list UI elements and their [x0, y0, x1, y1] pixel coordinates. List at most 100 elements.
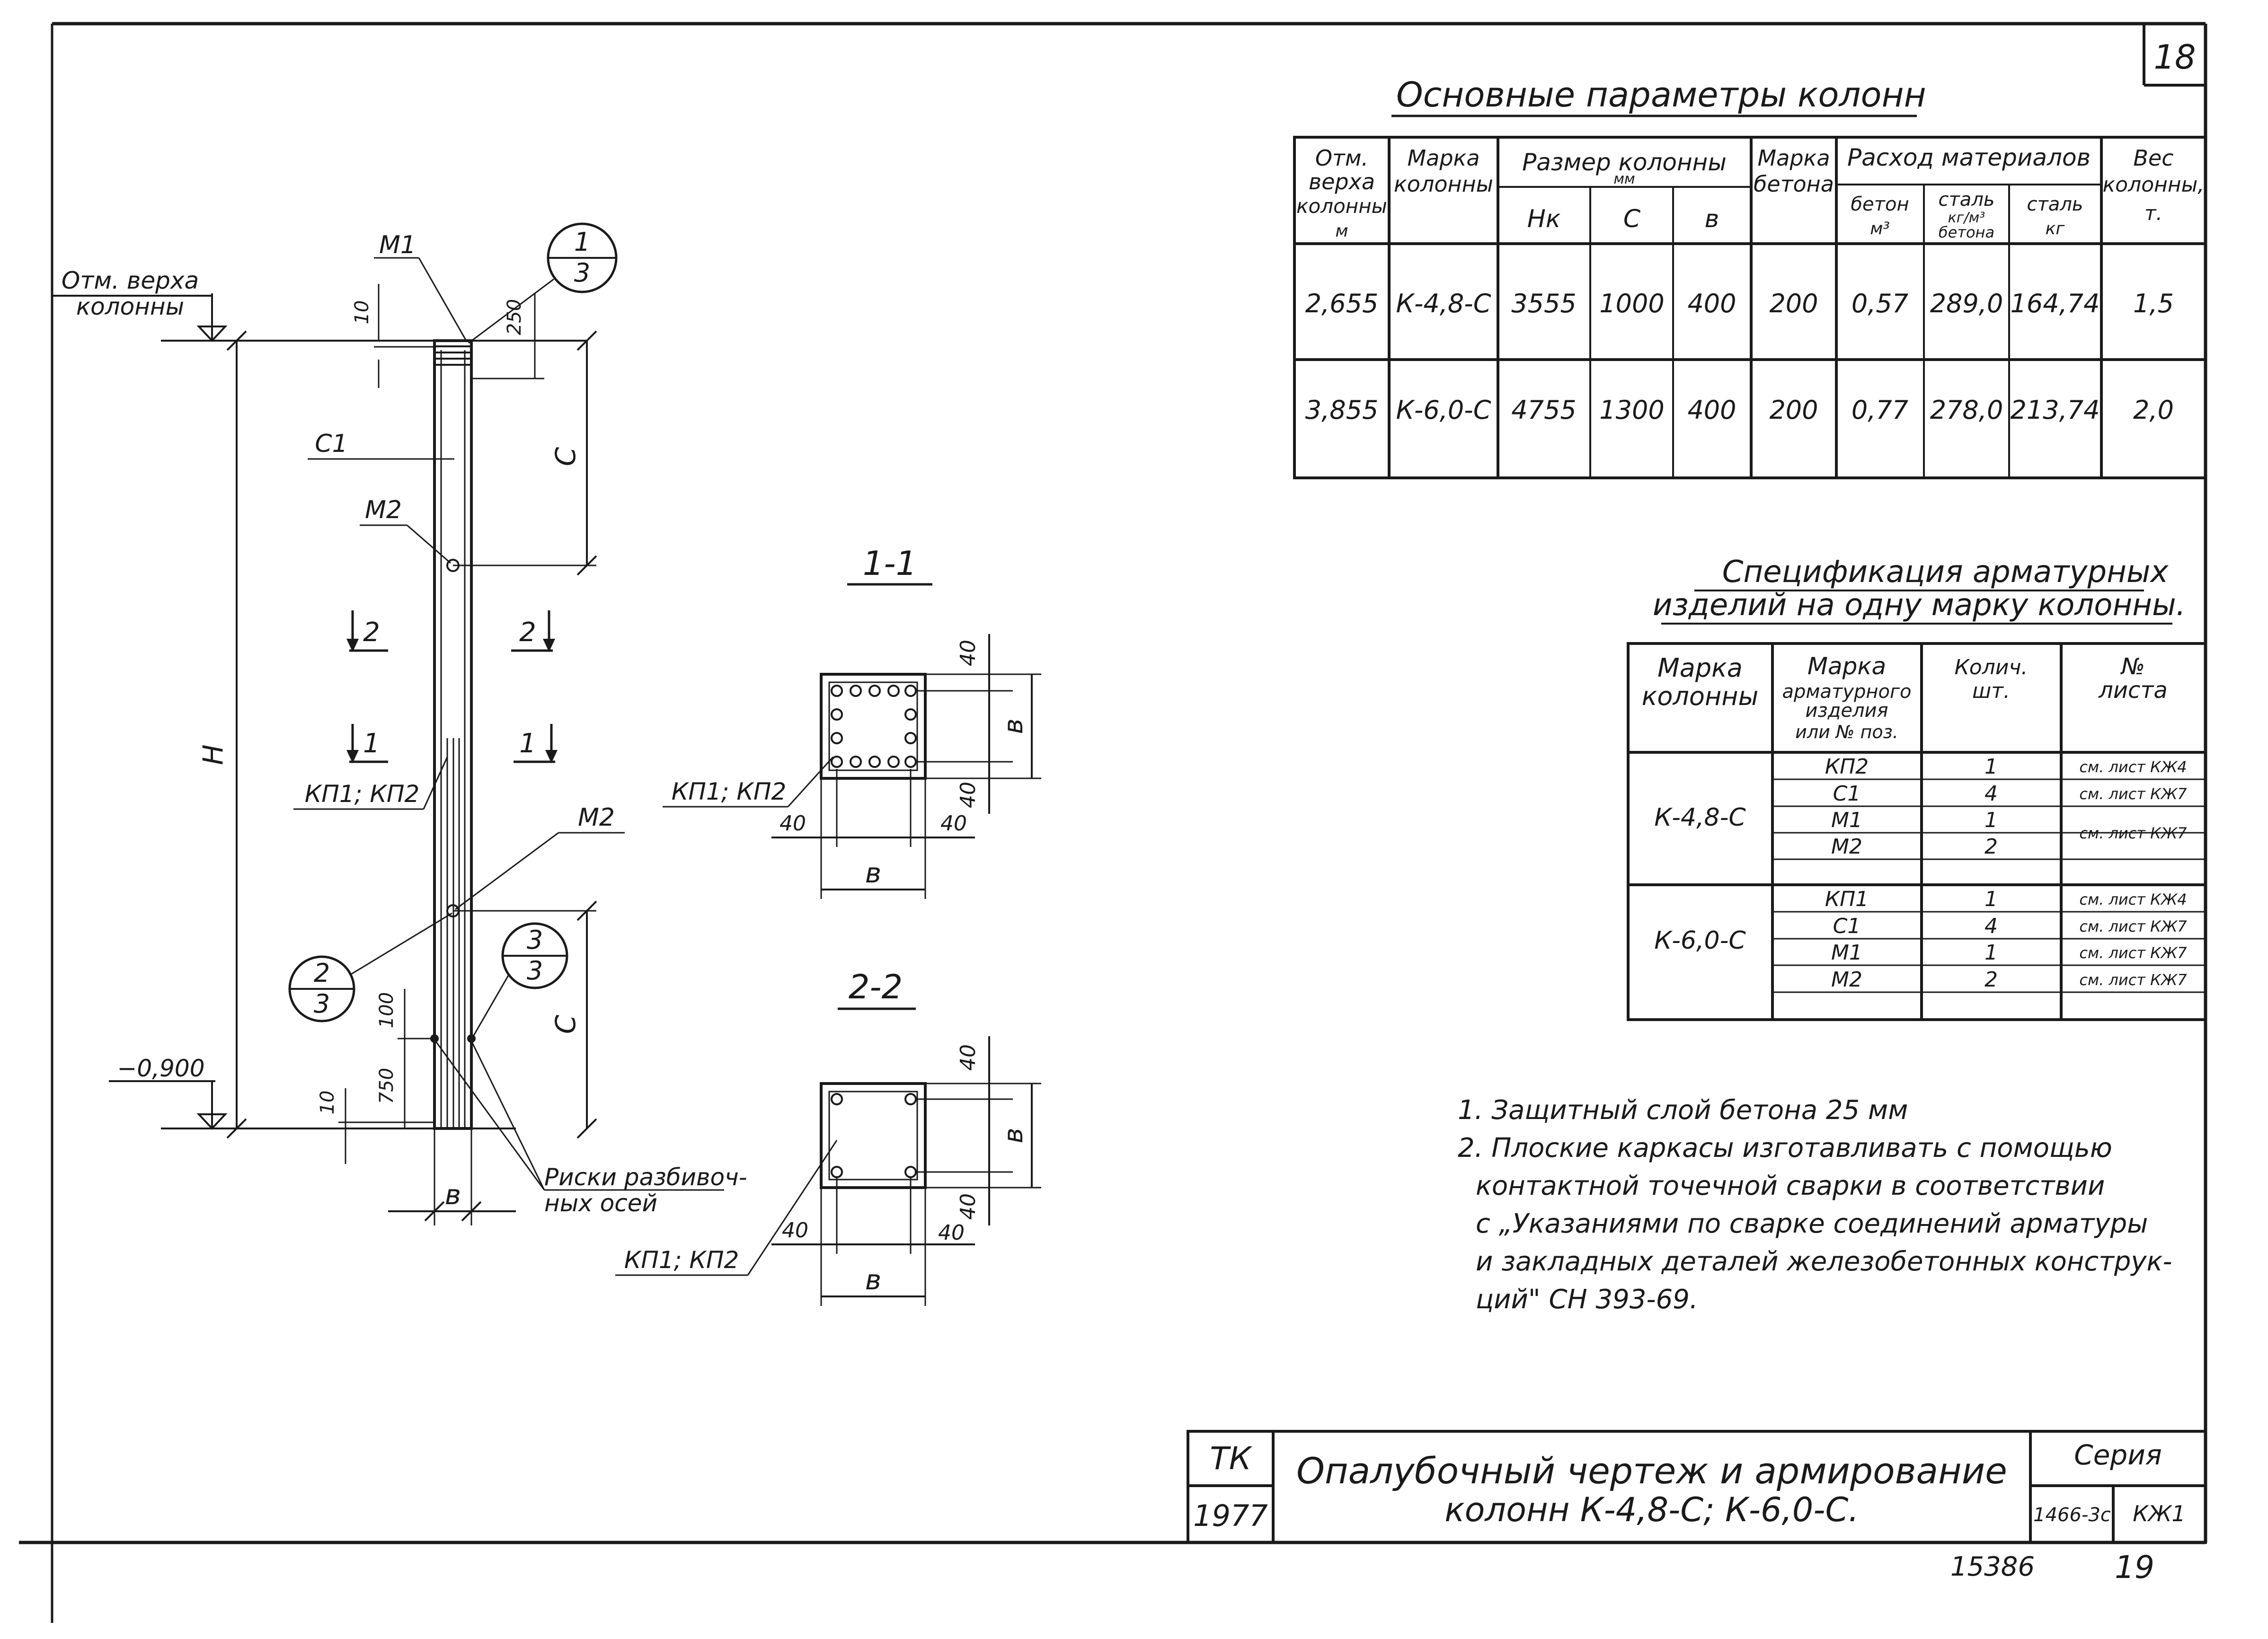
section-marker-2-right: 2	[511, 610, 555, 652]
svg-text:Колич.: Колич.	[1955, 655, 2028, 679]
spec-group-2-column: К-6,0-С	[1654, 926, 1746, 955]
label-m2-top: М2	[365, 496, 402, 524]
sheet-number: 18	[2153, 38, 2196, 77]
svg-text:4: 4	[1984, 782, 1998, 806]
svg-text:1: 1	[574, 227, 590, 257]
section-1-1: 1-1 40 в 40	[663, 544, 1041, 899]
svg-text:кг: кг	[2046, 219, 2065, 238]
svg-text:С1: С1	[1833, 914, 1861, 938]
section-2-title: 2-2	[849, 968, 903, 1006]
sheet-frame	[19, 22, 2207, 1623]
spec-group-1-items: КП2 1 см. лист КЖ4 С1 4 см. лист КЖ7 М1 …	[1825, 755, 2187, 859]
footer-page: 19	[2115, 1549, 2154, 1586]
svg-text:бетон: бетон	[1851, 194, 1909, 215]
m1-plate-hatch	[434, 345, 471, 366]
title-block: ТК 1977 Опалубочный чертеж и армирование…	[1187, 1430, 2207, 1544]
svg-text:278,0: 278,0	[1930, 395, 2003, 425]
svg-text:3: 3	[527, 956, 543, 986]
svg-text:400: 400	[1687, 395, 1736, 425]
title-line-1: Опалубочный чертеж и армирование	[1296, 1450, 2007, 1492]
svg-text:3: 3	[574, 258, 590, 288]
params-row-2: 3,855 К-6,0-С 4755 1300 400 200 0,77 278…	[1305, 395, 2174, 425]
section-marker-1-left: 1	[346, 724, 388, 763]
svg-text:м³: м³	[1870, 219, 1890, 238]
dim-c-bottom: С	[549, 1014, 582, 1034]
params-table: Основные параметры колонн Отм. верха кол…	[1293, 75, 2207, 479]
svg-text:1000: 1000	[1599, 289, 1664, 318]
risks-label-2: ных осей	[544, 1190, 657, 1217]
svg-text:см. лист КЖ4: см. лист КЖ4	[2079, 758, 2187, 776]
svg-text:1: 1	[519, 728, 536, 759]
spec-title-1: Спецификация арматурных	[1722, 555, 2169, 590]
s1-kp-label: КП1; КП2	[672, 778, 787, 805]
spec-group-2-items: КП1 1 см. лист КЖ4 С1 4 см. лист КЖ7 М1 …	[1825, 887, 2187, 992]
svg-text:1: 1	[1984, 808, 1998, 832]
risks-label-1: Риски разбивоч-	[544, 1163, 747, 1191]
svg-text:мм: мм	[1613, 171, 1635, 187]
svg-text:3,855: 3,855	[1305, 395, 1379, 425]
svg-text:см. лист КЖ4: см. лист КЖ4	[2079, 890, 2187, 908]
label-m1: М1	[379, 231, 416, 259]
svg-text:С: С	[1623, 205, 1641, 233]
sheet-code: КЖ1	[2133, 1501, 2185, 1526]
column-elevation: Отм. верха колонны −0,900 Н 10 250 С С	[52, 222, 747, 1225]
section-1-title: 1-1	[863, 544, 917, 583]
section-2-2: 2-2 40 в 40 40 40 в КП1; КП2	[615, 968, 1041, 1306]
s2-dim-40-right: 40	[938, 1221, 965, 1245]
svg-text:Вес: Вес	[2133, 145, 2173, 171]
svg-text:см. лист КЖ7: см. лист КЖ7	[2079, 824, 2187, 842]
svg-text:см. лист КЖ7: см. лист КЖ7	[2079, 917, 2187, 935]
svg-text:3555: 3555	[1511, 289, 1576, 318]
svg-text:3: 3	[314, 989, 330, 1019]
svg-text:К-4,8-С: К-4,8-С	[1396, 289, 1491, 318]
svg-text:200: 200	[1769, 395, 1818, 425]
svg-text:КП2: КП2	[1825, 755, 1869, 779]
svg-text:К-6,0-С: К-6,0-С	[1396, 395, 1491, 425]
footer-number: 15386	[1950, 1551, 2035, 1582]
label-kp: КП1; КП2	[305, 780, 420, 808]
svg-text:см. лист КЖ7: см. лист КЖ7	[2079, 944, 2187, 962]
svg-text:2,0: 2,0	[2133, 395, 2174, 425]
svg-text:бетона: бетона	[1939, 223, 1994, 241]
svg-text:Марка: Марка	[1407, 145, 1480, 171]
dim-h: Н	[197, 744, 229, 765]
svg-text:2: 2	[1984, 968, 1998, 992]
svg-text:или № поз.: или № поз.	[1795, 722, 1898, 742]
svg-text:2,655: 2,655	[1305, 289, 1379, 318]
section-marker-1-right: 1	[514, 724, 558, 763]
svg-text:0,57: 0,57	[1852, 289, 1908, 318]
spec-group-1-column: К-4,8-С	[1654, 803, 1746, 832]
svg-text:400: 400	[1687, 289, 1736, 318]
svg-text:4: 4	[1984, 914, 1998, 938]
svg-text:колонны: колонны	[1296, 194, 1387, 218]
svg-text:№: №	[2120, 653, 2145, 680]
dim-b: в	[445, 1179, 461, 1211]
svg-text:289,0: 289,0	[1930, 289, 2003, 318]
section-2-bars	[831, 1093, 917, 1178]
callout-2-3: 2 3	[288, 912, 452, 1022]
svg-text:1: 1	[1984, 941, 1998, 965]
svg-text:М1: М1	[1831, 808, 1862, 832]
s1-dim-40-top: 40	[956, 640, 980, 666]
series-value: 1466-3с	[2033, 1504, 2111, 1526]
svg-text:кг/м³: кг/м³	[1948, 210, 1985, 226]
svg-text:0,77: 0,77	[1852, 395, 1908, 425]
svg-text:1: 1	[1984, 887, 1998, 911]
note-2: 2. Плоские каркасы изготавливать с помощ…	[1458, 1133, 2112, 1163]
svg-text:Отм.: Отм.	[1315, 145, 1368, 171]
bottom-mark: −0,900	[117, 1055, 204, 1082]
note-1: 1. Защитный слой бетона 25 мм	[1458, 1095, 1908, 1126]
label-c1: С1	[315, 430, 347, 458]
spec-table: Спецификация арматурных изделий на одну …	[1627, 555, 2207, 1021]
s1-dim-40-left: 40	[780, 811, 806, 836]
svg-text:1: 1	[363, 728, 380, 759]
s2-dim-b-side: в	[998, 1128, 1029, 1143]
svg-text:2: 2	[1984, 835, 1998, 859]
dim-100: 100	[376, 992, 398, 1028]
svg-text:Нк: Нк	[1527, 205, 1561, 233]
svg-text:1,5: 1,5	[2133, 289, 2174, 318]
note-2-line-3: с „Указаниями по сварке соединений армат…	[1476, 1208, 2148, 1239]
dim-10-bottom: 10	[317, 1091, 338, 1115]
svg-text:2: 2	[363, 617, 380, 648]
